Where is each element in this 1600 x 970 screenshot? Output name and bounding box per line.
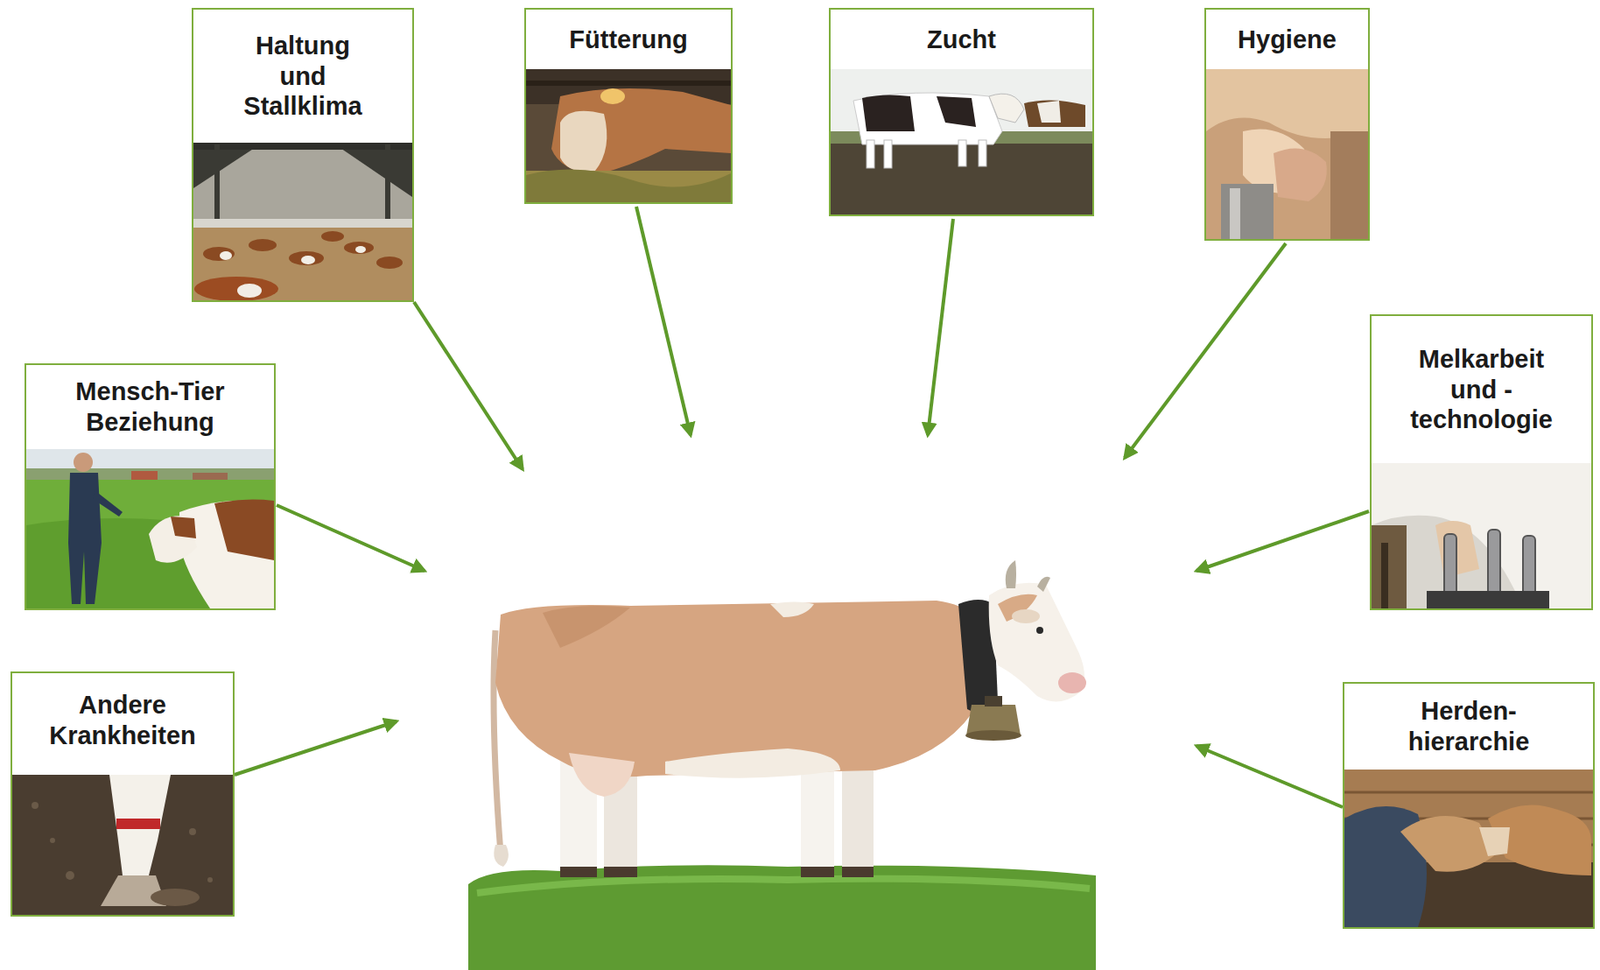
factor-label: Andere Krankheiten xyxy=(12,673,233,768)
factor-title: Zucht xyxy=(926,24,997,56)
factor-title: Mensch-Tier Beziehung xyxy=(36,376,265,438)
factor-label: Haltung und Stallklima xyxy=(193,9,413,143)
factor-title: Fütterung xyxy=(568,24,688,56)
herd-photo xyxy=(1344,769,1593,927)
factor-box: Hygiene xyxy=(1204,7,1370,241)
factor-title: Melkarbeit und -technologie xyxy=(1394,343,1570,436)
factor-box: Zucht xyxy=(828,7,1095,217)
factor-box: Melkarbeit und -technologie xyxy=(1369,314,1593,611)
barn-photo xyxy=(193,142,413,302)
influence-arrow xyxy=(234,206,1369,808)
factor-label: Melkarbeit und -technologie xyxy=(1371,315,1592,464)
factor-title: Haltung und Stallklima xyxy=(232,30,373,122)
hoof-photo xyxy=(12,774,233,915)
factor-box: Mensch-Tier Beziehung xyxy=(24,363,276,611)
factor-title: Herden- hierarchie xyxy=(1381,695,1557,758)
factor-label: Herden- hierarchie xyxy=(1344,683,1593,770)
factor-box: Herden- hierarchie xyxy=(1342,681,1595,929)
factor-box: Andere Krankheiten xyxy=(10,671,235,917)
breeding-photo xyxy=(830,69,1093,215)
hygiene-photo xyxy=(1206,69,1369,239)
cow-illustration xyxy=(468,560,1096,970)
human-cow-photo xyxy=(26,449,274,609)
milking-photo xyxy=(1371,463,1592,609)
feeding-photo xyxy=(526,69,731,203)
factor-box: Fütterung xyxy=(524,7,733,204)
factor-label: Hygiene xyxy=(1206,9,1369,70)
factor-title: Andere Krankheiten xyxy=(21,689,224,751)
factor-label: Mensch-Tier Beziehung xyxy=(26,364,274,450)
factor-label: Fütterung xyxy=(526,9,731,70)
factor-box: Haltung und Stallklima xyxy=(191,7,415,302)
factor-label: Zucht xyxy=(830,9,1093,70)
factor-title: Hygiene xyxy=(1237,24,1337,56)
